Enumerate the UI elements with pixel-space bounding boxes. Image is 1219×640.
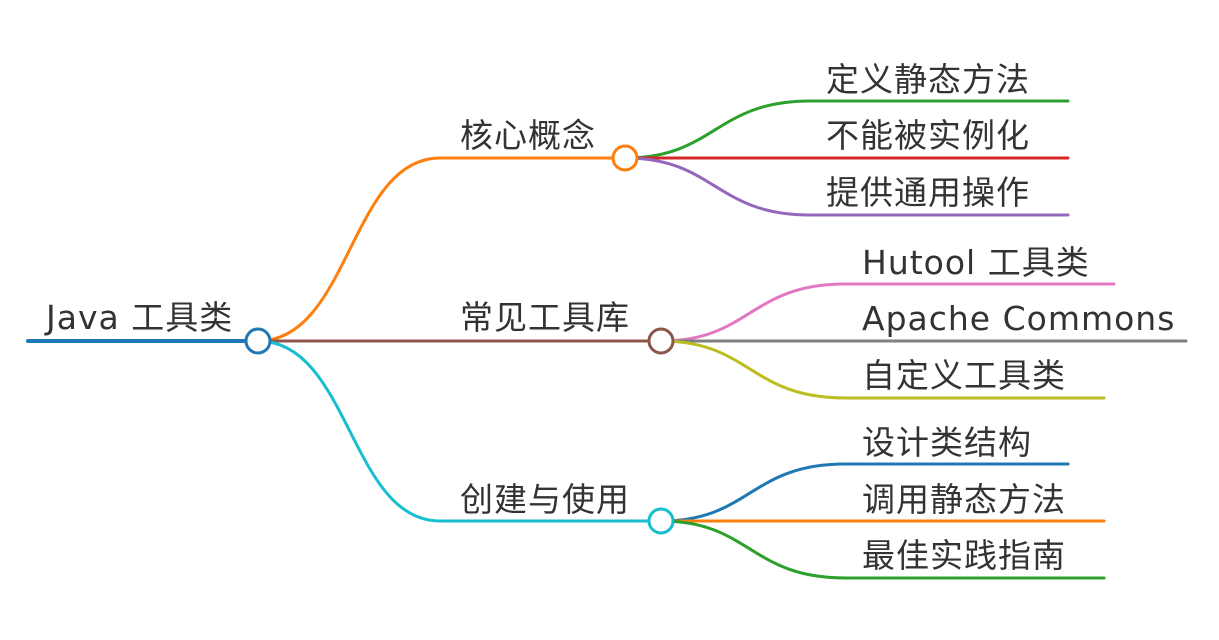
create-and-use-node-circle[interactable] xyxy=(647,507,675,535)
edge-custom-utility xyxy=(659,339,1106,400)
edge-design-class-structure xyxy=(659,462,1070,523)
edge-root-create-and-use xyxy=(256,339,663,523)
edge-define-static-methods xyxy=(623,99,1070,160)
branch-label-create-and-use[interactable]: 创建与使用 xyxy=(460,480,630,519)
leaf-label-best-practices[interactable]: 最佳实践指南 xyxy=(862,536,1066,575)
leaf-label-define-static-methods[interactable]: 定义静态方法 xyxy=(826,60,1030,99)
branch-label-core-concepts[interactable]: 核心概念 xyxy=(460,116,596,155)
edge-hutool xyxy=(659,282,1116,343)
root-node-circle[interactable] xyxy=(244,327,272,355)
leaf-label-custom-utility[interactable]: 自定义工具类 xyxy=(862,356,1066,395)
leaf-label-design-class-structure[interactable]: 设计类结构 xyxy=(862,423,1032,462)
edge-root-core-concepts xyxy=(256,156,627,343)
edge-best-practices xyxy=(659,519,1106,580)
edge-provide-common-operations xyxy=(623,156,1070,217)
core-concepts-node-circle[interactable] xyxy=(611,144,639,172)
root-label[interactable]: Java 工具类 xyxy=(46,298,234,337)
leaf-label-hutool[interactable]: Hutool 工具类 xyxy=(862,243,1090,282)
leaf-label-call-static-methods[interactable]: 调用静态方法 xyxy=(862,480,1066,519)
common-libraries-node-circle[interactable] xyxy=(647,327,675,355)
leaf-label-provide-common-operations[interactable]: 提供通用操作 xyxy=(826,173,1030,212)
leaf-label-cannot-be-instantiated[interactable]: 不能被实例化 xyxy=(826,116,1030,155)
leaf-label-apache-commons[interactable]: Apache Commons xyxy=(862,299,1176,338)
branch-label-common-libraries[interactable]: 常见工具库 xyxy=(460,298,630,337)
